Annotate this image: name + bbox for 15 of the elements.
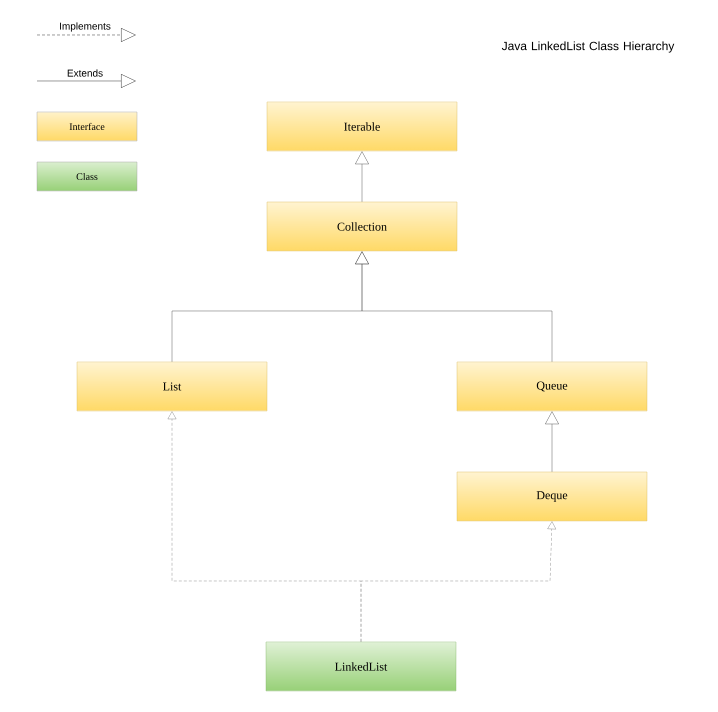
legend-label: Implements	[58, 21, 112, 33]
legend-box: Class	[36, 162, 138, 192]
class-box: Collection	[266, 202, 458, 252]
class-box: Deque	[456, 472, 648, 522]
arrow	[545, 411, 559, 472]
class-box: Queue	[456, 362, 648, 412]
title: Java LinkedList Class Hierarchy	[502, 41, 674, 53]
arrow	[360, 521, 556, 642]
legend-label: Extends	[66, 68, 104, 78]
legend-box: Interface	[36, 112, 138, 142]
class-box: List	[76, 362, 268, 412]
arrow	[355, 251, 552, 362]
class-box: LinkedList	[266, 642, 456, 692]
class-box: Iterable	[266, 102, 458, 152]
arrow	[355, 151, 369, 202]
